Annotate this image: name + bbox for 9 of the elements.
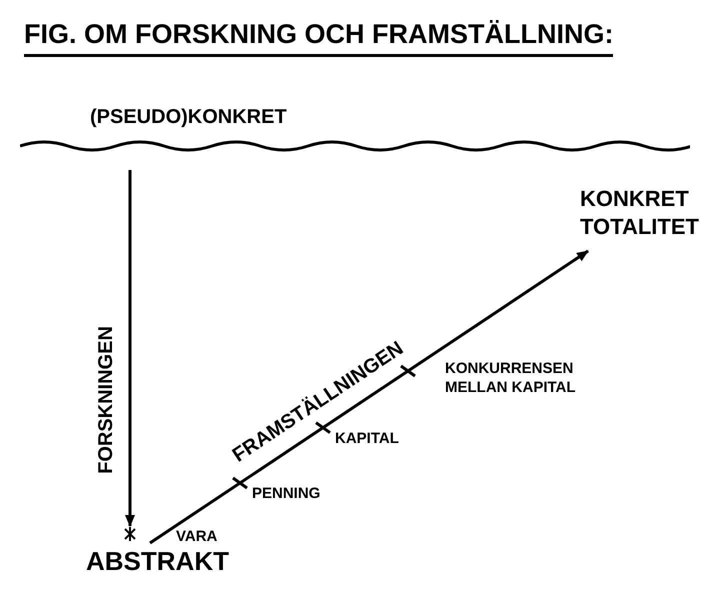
point-label: KONKURRENSEN MELLAN KAPITAL <box>445 360 577 398</box>
arrow <box>125 170 135 527</box>
node-label: KONKRET TOTALITET <box>580 185 705 240</box>
node-label: (PSEUDO)KONKRET <box>90 105 287 130</box>
arrow <box>149 250 589 544</box>
title: FIG. OM FORSKNING OCH FRAMSTÄLLNING: <box>24 18 614 57</box>
node-label: ABSTRAKT <box>86 545 229 578</box>
point-label: PENNING <box>252 485 322 504</box>
point-label: VARA <box>176 528 218 547</box>
